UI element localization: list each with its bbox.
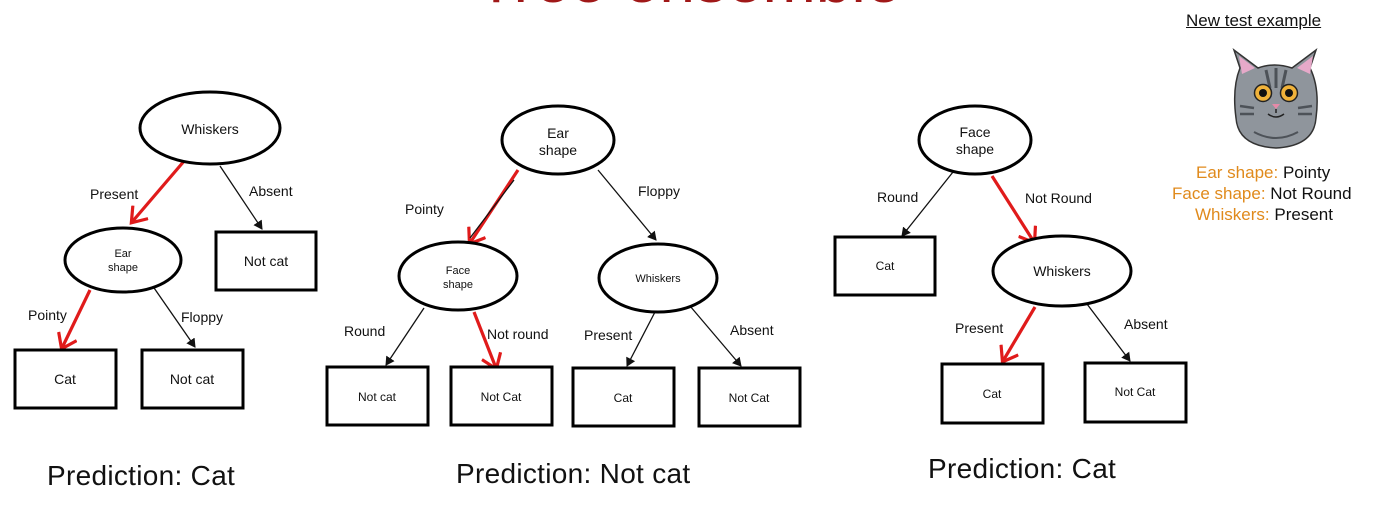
tree3-leaf-2-label: Not Cat [1115, 385, 1156, 399]
tree2-leaf-2-label: Not Cat [481, 390, 522, 404]
tree2-right-child-label: Whiskers [635, 273, 681, 285]
tree2-left-child-label-line2: shape [443, 279, 473, 291]
tree3-edge-label-not-round: Not Round [1025, 190, 1092, 206]
feature-face-shape: Face shape: Not Round [1172, 184, 1352, 204]
feature-ear-shape-key: Ear shape: [1196, 163, 1279, 182]
tree2-edge-label-present: Present [584, 327, 632, 343]
tree2-leaf-3-label: Cat [614, 391, 633, 405]
feature-face-shape-key: Face shape: [1172, 184, 1266, 203]
tree2-edge-floppy [597, 169, 657, 241]
tree3-prediction: Prediction: Cat [928, 453, 1117, 484]
tree-3: Face shape Whiskers Cat Cat Not Cat Roun… [833, 104, 1188, 425]
feature-whiskers-value: Present [1274, 205, 1333, 224]
tree2-left-child-node [397, 240, 519, 312]
tree2-leaf-4-label: Not Cat [729, 391, 770, 405]
tree2-leaf-3 [571, 366, 676, 428]
tree2-prediction: Prediction: Not cat [456, 458, 691, 489]
tree2-root-label-line1: Ear [547, 125, 569, 141]
tree1-child-label-line1: Ear [114, 248, 131, 260]
tree2-right-child-node [597, 242, 719, 314]
tree2-edge-pointy [469, 179, 515, 239]
tree1-edge-present [132, 158, 187, 222]
tree2-edge-label-round: Round [344, 323, 385, 339]
tree1-leaf-1-label: Cat [54, 371, 76, 387]
tree3-leaf-2 [1083, 361, 1188, 424]
cat-illustration [1232, 47, 1318, 149]
tree2-edge-label-not-round: Not round [487, 326, 548, 342]
tree1-edge-label-floppy: Floppy [181, 309, 223, 325]
tree-2: Ear shape Face shape Whiskers Not cat No… [325, 104, 802, 428]
feature-whiskers-key: Whiskers: [1195, 205, 1270, 224]
tree1-edge-absent [219, 165, 263, 230]
tree2-edge-label-absent: Absent [730, 322, 774, 338]
tree1-root-label: Whiskers [181, 121, 239, 137]
tree1-edge-label-present: Present [90, 186, 138, 202]
tree3-root-label-line1: Face [959, 124, 990, 140]
tree3-leaf-left-label: Cat [876, 259, 895, 273]
tree1-edge-pointy [62, 289, 92, 348]
feature-face-shape-value: Not Round [1270, 184, 1352, 203]
tree3-leaf-1-label: Cat [983, 387, 1002, 401]
tree2-leaf-1 [325, 365, 430, 427]
tree1-child-label-line2: shape [108, 262, 138, 274]
tree-1: Whiskers Ear shape Not cat Cat Not cat P… [13, 90, 318, 410]
tree1-edge-label-absent: Absent [249, 183, 293, 199]
tree1-leaf-2 [140, 348, 245, 410]
tree1-prediction: Prediction: Cat [47, 460, 236, 491]
tree1-leaf-right [214, 230, 318, 292]
tree3-edge-not-round [990, 175, 1034, 242]
tree2-leaf-1-label: Not cat [358, 390, 397, 404]
tree2-edge-present [626, 311, 656, 367]
tree2-edge-round [385, 307, 425, 366]
feature-ear-shape: Ear shape: Pointy [1196, 163, 1330, 183]
tree2-root-label-line2: shape [539, 142, 577, 158]
tree3-edge-label-round: Round [877, 189, 918, 205]
feature-ear-shape-value: Pointy [1282, 163, 1331, 182]
tree2-edge-label-pointy: Pointy [405, 201, 444, 217]
tree3-root-node [917, 104, 1033, 176]
tree1-root-node [138, 90, 282, 166]
tree2-edge-absent [689, 305, 742, 367]
tree2-edge-not-round [472, 311, 496, 368]
tree2-leaf-2 [449, 365, 554, 427]
tree2-root-node [500, 104, 616, 176]
feature-whiskers: Whiskers: Present [1195, 205, 1333, 225]
tree1-edge-floppy [151, 284, 196, 348]
tree2-edge-label-floppy: Floppy [638, 183, 680, 199]
tree3-root-label-line2: shape [956, 141, 994, 157]
tree3-leaf-left [833, 235, 937, 297]
tree1-leaf-1 [13, 348, 118, 410]
tree1-edge-label-pointy: Pointy [28, 307, 67, 323]
tree3-leaf-1 [940, 362, 1045, 425]
tree3-child-node [991, 234, 1133, 308]
tree3-edge-label-present: Present [955, 320, 1003, 336]
tree3-edge-present [1003, 306, 1037, 361]
new-test-heading: New test example [1186, 11, 1322, 30]
tree3-child-label: Whiskers [1033, 263, 1091, 279]
tree2-left-child-label-line1: Face [446, 265, 470, 277]
slide-title: Tree ensemble [0, 0, 1378, 12]
tree3-edge-round [901, 171, 954, 237]
tree1-child-node [63, 226, 183, 294]
tree3-edge-label-absent: Absent [1124, 316, 1168, 332]
tree1-leaf-right-label: Not cat [244, 253, 288, 269]
tree2-leaf-4 [697, 366, 802, 428]
tree3-edge-absent [1086, 303, 1131, 362]
tree1-leaf-2-label: Not cat [170, 371, 214, 387]
